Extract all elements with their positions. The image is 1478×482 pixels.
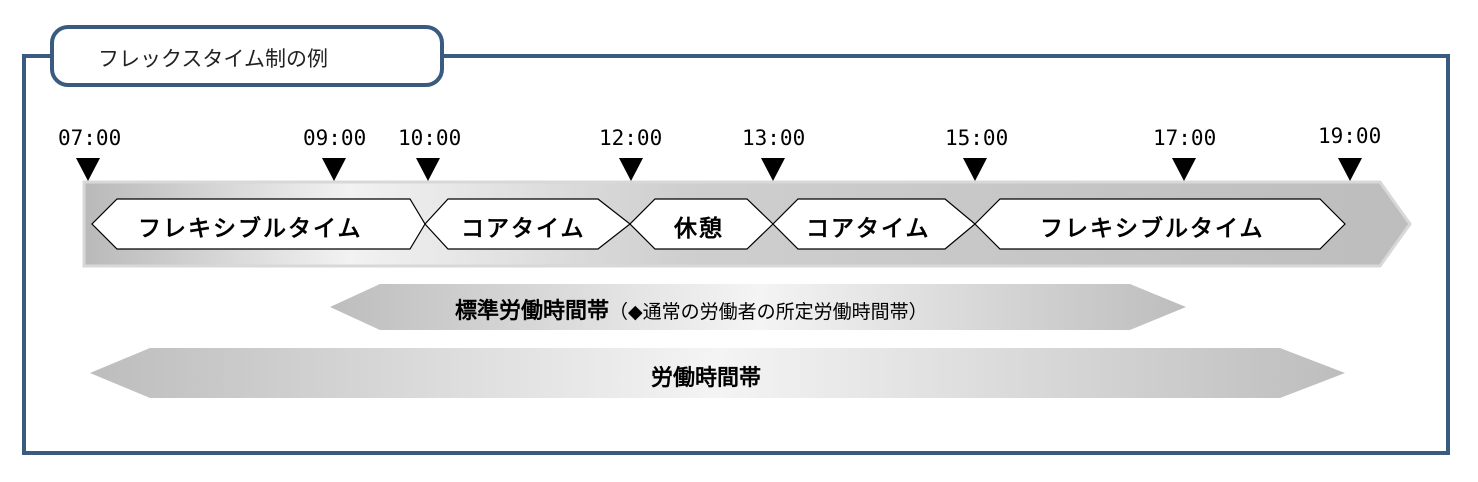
standard-band-label: 標準労働時間帯（◆通常の労働者の所定労働時間帯） bbox=[455, 293, 928, 325]
segment-label-flexible-2: フレキシブルタイム bbox=[1040, 216, 1265, 242]
time-label-1700: 17:00 bbox=[1153, 126, 1217, 150]
segment-flexible-2 bbox=[974, 198, 1346, 250]
standard-band-shape bbox=[330, 284, 1186, 330]
standard-band-title: 標準労働時間帯 bbox=[455, 299, 610, 324]
time-label-1300: 13:00 bbox=[742, 126, 806, 150]
time-marker bbox=[322, 158, 346, 181]
title-tab bbox=[50, 25, 444, 87]
working-band-label: 労働時間帯 bbox=[651, 366, 762, 391]
time-label-1200: 12:00 bbox=[599, 126, 663, 150]
segment-break bbox=[629, 198, 774, 250]
segment-label-core-1: コアタイム bbox=[461, 216, 586, 242]
segment-core-2 bbox=[772, 198, 976, 250]
diagram-title: フレックスタイム制の例 bbox=[98, 47, 328, 71]
time-label-1000: 10:00 bbox=[398, 126, 462, 150]
time-marker bbox=[416, 158, 440, 181]
time-marker bbox=[619, 158, 643, 181]
time-marker bbox=[1338, 158, 1362, 181]
time-marker bbox=[76, 158, 100, 181]
segment-flexible-1 bbox=[91, 198, 426, 250]
time-label-1900: 19:00 bbox=[1318, 124, 1382, 148]
working-band-shape bbox=[90, 348, 1345, 398]
segment-core-1 bbox=[424, 198, 631, 250]
standard-band-note: （◆通常の労働者の所定労働時間帯） bbox=[609, 301, 928, 323]
time-marker bbox=[1172, 158, 1196, 181]
time-marker bbox=[761, 158, 785, 181]
time-label-0700: 07:00 bbox=[58, 126, 122, 150]
time-marker bbox=[963, 158, 987, 181]
segment-label-flexible-1: フレキシブルタイム bbox=[138, 216, 363, 242]
time-label-1500: 15:00 bbox=[945, 126, 1009, 150]
time-label-0900: 09:00 bbox=[303, 126, 367, 150]
segment-label-core-2: コアタイム bbox=[806, 216, 931, 242]
outer-frame bbox=[22, 54, 1450, 455]
segment-label-break: 休憩 bbox=[674, 216, 724, 242]
